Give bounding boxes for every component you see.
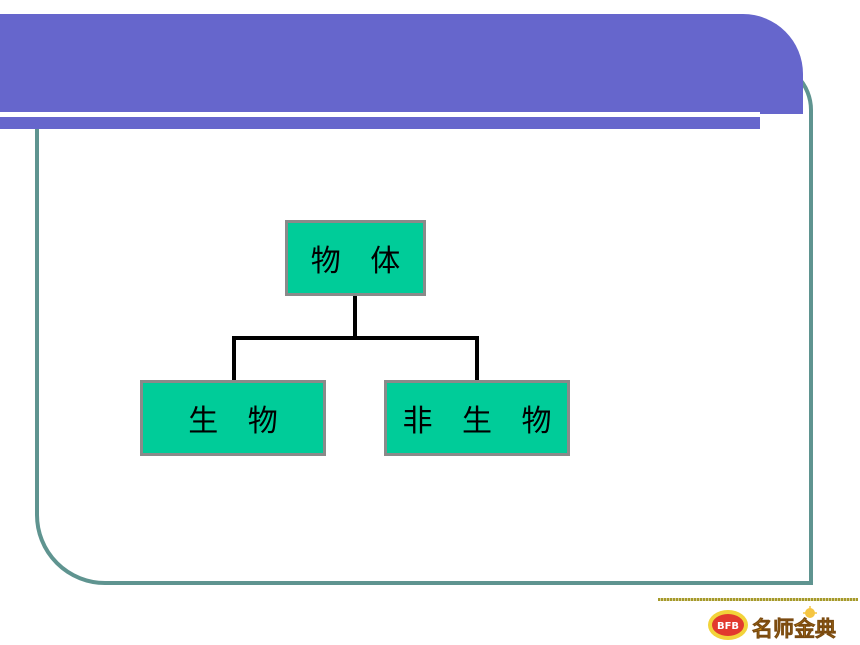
header-bar [0,14,803,114]
header-stripe [0,112,760,117]
logo-burst-icon [803,606,817,618]
node-object: 物 体 [285,220,426,296]
slide-frame [35,60,813,585]
header-underline [0,117,760,129]
logo-brand-text: 名师金典 [752,617,836,641]
logo-badge-text: BFB [717,621,739,632]
node-non-living: 非 生 物 [384,380,570,456]
logo-badge-icon: BFB [708,610,748,640]
brand-logo: BFB 名师金典 [708,606,836,641]
node-living: 生 物 [140,380,326,456]
logo-divider [658,598,858,601]
